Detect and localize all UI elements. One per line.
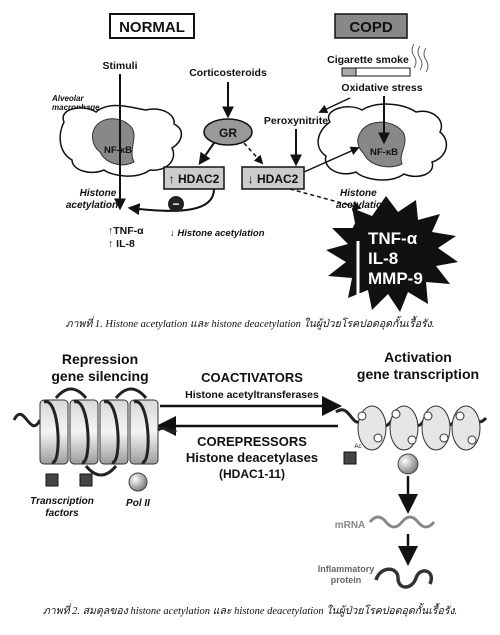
pol2-sphere-left xyxy=(128,472,148,492)
oxidative-to-peroxynitrite-arrow xyxy=(318,97,351,114)
corticosteroids-label: Corticosteroids xyxy=(189,67,267,79)
copd-header-box xyxy=(334,13,408,39)
inflammatory-protein-label-2: protein xyxy=(331,575,362,585)
oxidative-stress-label: Oxidative stress xyxy=(341,82,422,94)
figure-2-caption: ภาพที่ 2. สมดุลของ histone acetylation แ… xyxy=(42,606,458,617)
figure-2: Repression gene silencing Activation gen… xyxy=(12,349,488,589)
gr-to-hdac2-up-arrow xyxy=(198,142,215,165)
mrna-wave xyxy=(368,515,436,529)
cigarette-icon xyxy=(341,43,429,77)
transcription-factors-label-2: factors xyxy=(45,508,79,519)
hdac2-down-label: ↓ HDAC2 xyxy=(248,172,299,186)
histone-acetylation-right-2: acetylation xyxy=(336,200,388,211)
repression-label-2: gene silencing xyxy=(51,368,148,384)
hdac-label: Histone deacetylases xyxy=(186,450,318,465)
cigarette-smoke-label: Cigarette smoke xyxy=(327,54,409,66)
normal-header-box xyxy=(109,13,195,39)
hdac2-down-to-acetylation-arrow xyxy=(289,188,362,211)
inflammatory-protein-squiggle xyxy=(374,567,434,589)
hdac2-up-box xyxy=(163,166,225,190)
burst-il8-label: IL-8 xyxy=(368,249,398,268)
gr-label: GR xyxy=(219,126,237,140)
condensed-chromatin xyxy=(12,387,178,477)
activation-label-1: Activation xyxy=(384,349,452,365)
normal-label: NORMAL xyxy=(119,19,185,36)
transcription-factor-square-1 xyxy=(45,473,59,487)
figure-1-caption: ภาพที่ 1. Histone acetylation และ histon… xyxy=(65,319,435,330)
transcription-factor-square-right xyxy=(343,451,357,465)
transcription-factors-label-1: Transcription xyxy=(30,496,94,507)
figure-1: NORMAL COPD Stimuli Corticosteroids Ciga… xyxy=(51,13,458,312)
nfkb-left-label: NF-κB xyxy=(104,145,132,156)
minus-sign: − xyxy=(172,197,179,211)
left-macrophage-nucleus xyxy=(92,118,135,166)
activation-label-2: gene transcription xyxy=(357,366,479,382)
repression-label-1: Repression xyxy=(62,351,138,367)
tnf-left-label: ↑TNF-α xyxy=(108,225,144,237)
hdac2-inhibition-arrow xyxy=(127,188,215,216)
corepressors-label: COREPRESSORS xyxy=(197,434,307,449)
burst-tnf-label: TNF-α xyxy=(368,229,418,248)
transcription-factor-square-2 xyxy=(79,473,93,487)
pol2-label: Pol II xyxy=(126,498,150,509)
down-histone-acetylation-label: ↓ Histone acetylation xyxy=(170,228,265,239)
hdac2-down-to-nfkb-arrow xyxy=(303,146,360,173)
peroxynitrite-label: Peroxynitrite xyxy=(264,115,328,127)
nfkb-right-label: NF-κB xyxy=(370,147,398,158)
il8-left-label: ↑ IL-8 xyxy=(108,238,135,250)
burst-mmp9-label: MMP-9 xyxy=(368,269,423,288)
pol2-sphere-right xyxy=(397,453,419,475)
gr-to-hdac2-down-arrow xyxy=(243,142,264,165)
inflammatory-protein-label-1: Inflammatory xyxy=(318,564,375,574)
hdac2-down-box xyxy=(241,166,305,190)
mrna-label: mRNA xyxy=(335,520,366,531)
hat-label: Histone acetyltransferases xyxy=(185,389,319,401)
histone-acetylation-right-1: Histone xyxy=(340,188,377,199)
stimuli-label: Stimuli xyxy=(102,60,137,72)
alveolar-macrophage-label-1: Alveolar xyxy=(51,94,84,103)
hdac2-up-label: ↑ HDAC2 xyxy=(169,172,220,186)
inhibition-minus-icon xyxy=(168,196,184,212)
histone-acetylation-left-1: Histone xyxy=(80,188,117,199)
hdac-range-label: (HDAC1-11) xyxy=(219,467,285,481)
histone-acetylation-left-2: acetylation xyxy=(66,200,118,211)
copd-label: COPD xyxy=(349,19,393,36)
coactivators-label: COACTIVATORS xyxy=(201,370,303,385)
acetyl-mark-label: Ac xyxy=(354,444,361,450)
gr-receptor xyxy=(203,118,253,146)
acetyl-marks xyxy=(357,409,477,445)
